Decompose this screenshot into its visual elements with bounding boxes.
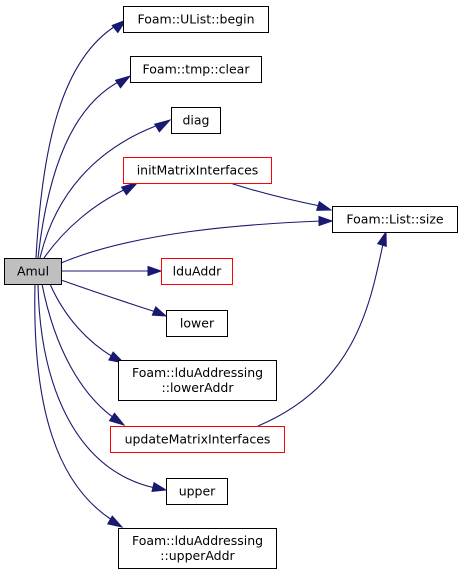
node-label: diag: [182, 113, 209, 128]
arrowhead: [153, 119, 172, 133]
node-upper-addr[interactable]: Foam::lduAddressing::upperAddr: [118, 528, 277, 569]
arrowhead: [315, 200, 333, 211]
node-init-matrix-interfaces[interactable]: initMatrixInterfaces: [123, 157, 272, 184]
node-upper[interactable]: upper: [166, 478, 228, 505]
edge-amul-to-ulist-begin: [35, 18, 128, 259]
arrowhead: [151, 481, 168, 492]
arrowhead: [106, 515, 124, 528]
edge-line: [60, 279, 157, 313]
edge-line: [43, 187, 129, 259]
node-box: [166, 478, 228, 505]
arrowhead: [111, 18, 128, 34]
edge-line: [257, 243, 384, 427]
arrowhead: [108, 412, 126, 426]
edge-amul-to-lower: [60, 279, 168, 317]
node-box: [123, 6, 269, 33]
edge-line: [35, 24, 118, 259]
edge-line: [229, 182, 321, 207]
edge-amul-to-init-matrix-interfaces: [43, 180, 140, 259]
node-label: lduAddr: [173, 264, 223, 279]
arrowhead: [114, 75, 132, 89]
node-box: [4, 258, 62, 285]
node-list-size[interactable]: Foam::List::size: [332, 206, 458, 233]
node-label: Foam::lduAddressing: [132, 365, 263, 380]
node-box: [118, 528, 277, 569]
node-label: initMatrixInterfaces: [137, 163, 259, 178]
node-box: [332, 206, 458, 233]
node-update-matrix-interfaces[interactable]: updateMatrixInterfaces: [110, 426, 285, 453]
node-label: ::upperAddr: [160, 548, 235, 563]
node-box: [130, 56, 262, 83]
edge-update-matrix-interfaces-to-list-size: [257, 230, 387, 427]
node-label: updateMatrixInterfaces: [125, 432, 271, 447]
node-label: Foam::UList::begin: [137, 12, 254, 27]
node-box: [171, 107, 221, 134]
node-label: Foam::lduAddressing: [132, 533, 263, 548]
node-lower[interactable]: lower: [166, 310, 228, 337]
edge-line: [41, 283, 115, 419]
node-label: Amul: [17, 264, 49, 279]
arrowhead: [376, 230, 387, 248]
edge-line: [37, 283, 156, 489]
node-label: Foam::tmp::clear: [143, 62, 251, 77]
node-label: Foam::List::size: [346, 212, 443, 227]
node-lower-addr[interactable]: Foam::lduAddressing::lowerAddr: [118, 360, 277, 401]
node-box: [166, 310, 228, 337]
arrowhead: [151, 306, 168, 317]
node-box: [118, 360, 277, 401]
edge-line: [60, 220, 323, 264]
arrowhead: [120, 180, 140, 196]
node-diag[interactable]: diag: [171, 107, 221, 134]
arrowhead: [318, 215, 334, 227]
edge-line: [34, 283, 113, 521]
edge-line: [39, 123, 162, 259]
node-label: lower: [180, 316, 215, 331]
edge-amul-to-tmp-clear: [37, 75, 132, 259]
edge-amul-to-update-matrix-interfaces: [41, 283, 126, 426]
node-amul[interactable]: Amul: [4, 258, 62, 285]
node-label: upper: [179, 484, 216, 499]
edge-line: [37, 79, 123, 259]
node-ldu-addr[interactable]: lduAddr: [161, 258, 233, 285]
edge-amul-to-diag: [39, 119, 172, 259]
node-ulist-begin[interactable]: Foam::UList::begin: [123, 6, 269, 33]
edge-amul-to-upper: [37, 283, 168, 492]
node-box: [110, 426, 285, 453]
edge-amul-to-ldu-addr: [61, 265, 163, 277]
edge-amul-to-upper-addr: [34, 283, 124, 528]
edge-line: [49, 283, 114, 358]
node-box: [161, 258, 233, 285]
edge-amul-to-list-size: [60, 215, 334, 264]
edge-amul-to-lower-addr: [49, 283, 126, 364]
node-label: ::lowerAddr: [162, 380, 235, 395]
arrowhead: [147, 265, 163, 277]
edge-init-matrix-interfaces-to-list-size: [229, 182, 333, 211]
node-tmp-clear[interactable]: Foam::tmp::clear: [130, 56, 262, 83]
node-box: [123, 157, 272, 184]
